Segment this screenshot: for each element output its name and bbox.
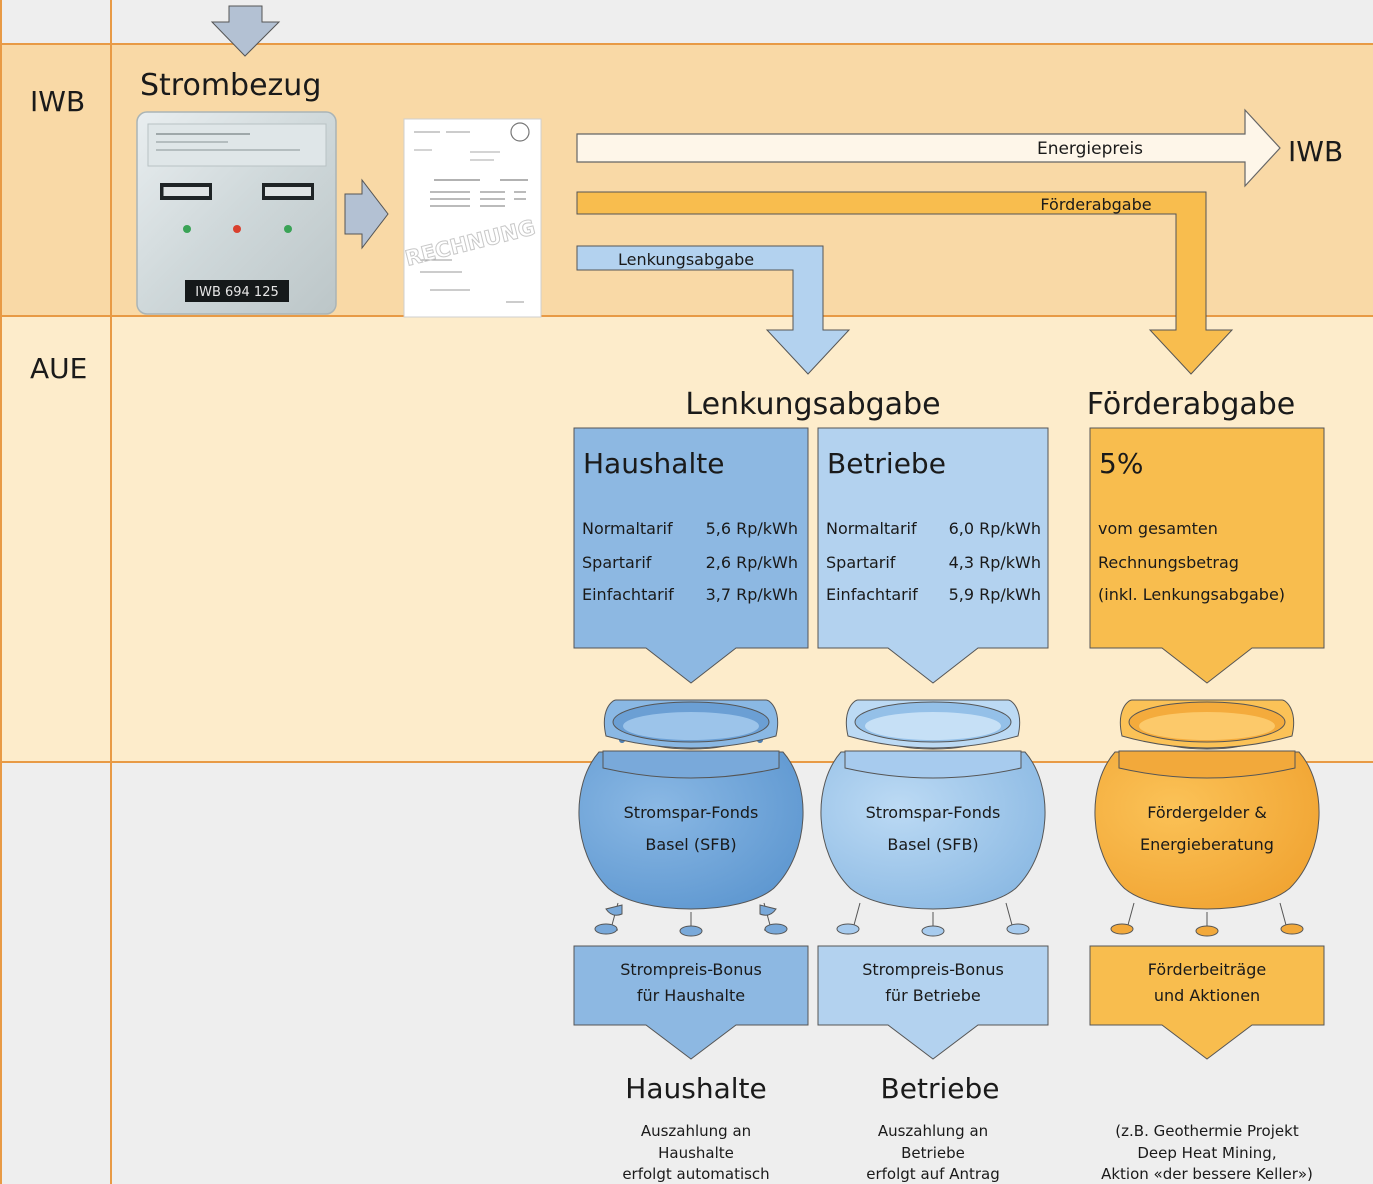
foerder-actions-box: Förderbeiträge und Aktionen [1089,945,1325,1060]
section-header-foerderabgabe: Förderabgabe [1087,387,1296,422]
section-header-lenkungsabgabe: Lenkungsabgabe [685,387,940,422]
haushalte-rate-value-1: 5,6 Rp/kWh [706,519,798,538]
haushalte-rate-value-3: 3,7 Rp/kWh [706,585,798,604]
betriebe-rate-value-2: 4,3 Rp/kWh [949,553,1041,572]
betriebe-rate-value-1: 6,0 Rp/kWh [949,519,1041,538]
pot-haushalte-line-2: Basel (SFB) [645,835,736,854]
foerder-actions-line-2: und Aktionen [1154,986,1260,1005]
energiepreis-label: Energiepreis [1037,139,1143,159]
lenkungsabgabe-flow-label: Lenkungsabgabe [618,250,754,269]
betriebe-rate-value-3: 5,9 Rp/kWh [949,585,1041,604]
pot-foerder: Fördergelder & Energieberatung [1094,699,1320,937]
haushalte-rate-value-2: 2,6 Rp/kWh [706,553,798,572]
betriebe-rate-label-3: Einfachtarif [826,585,918,604]
bonus-haushalte-line-1: Strompreis-Bonus [620,960,762,979]
pot-haushalte: Stromspar-Fonds Basel (SFB) [578,699,804,937]
foerder-actions-line-1: Förderbeiträge [1148,960,1266,979]
outcome-haushalte-line-1: Auszahlung an [641,1122,751,1140]
bonus-betriebe-line-2: für Betriebe [885,986,980,1005]
outcome-haushalte-title: Haushalte [625,1072,766,1105]
pot-haushalte-line-1: Stromspar-Fonds [624,803,759,822]
bonus-betriebe-line-1: Strompreis-Bonus [862,960,1004,979]
outcome-betriebe-line-3: erfolgt auf Antrag [866,1165,999,1183]
betriebe-box-title: Betriebe [827,447,946,480]
bonus-box-betriebe: Strompreis-Bonus für Betriebe [817,945,1049,1060]
outcome-haushalte-line-2: Haushalte [658,1144,734,1162]
row-label-aue: AUE [30,352,87,385]
foerder-box-title: 5% [1099,447,1143,480]
foerderabgabe-flow-label: Förderabgabe [1040,195,1151,214]
bonus-box-haushalte: Strompreis-Bonus für Haushalte [573,945,809,1060]
bonus-haushalte-line-2: für Haushalte [637,986,745,1005]
row-label-iwb: IWB [30,85,85,118]
haushalte-box-title: Haushalte [583,447,724,480]
foerder-box-line-1: vom gesamten [1098,519,1218,538]
outcome-betriebe-line-1: Auszahlung an [878,1122,988,1140]
meter-to-invoice-arrow [344,178,389,250]
pot-foerder-line-2: Energieberatung [1140,835,1274,854]
betriebe-rate-label-1: Normaltarif [826,519,917,538]
pot-foerder-line-1: Fördergelder & [1147,803,1267,822]
foerder-rate-box: 5% vom gesamten Rechnungsbetrag (inkl. L… [1089,427,1325,684]
electricity-meter-image: IWB 694 125 [136,111,337,315]
pot-betriebe-line-1: Stromspar-Fonds [866,803,1001,822]
top-band [0,0,1373,44]
haushalte-rate-label-2: Spartarif [582,553,652,572]
betriebe-rate-box: Betriebe Normaltarif 6,0 Rp/kWh Spartari… [817,427,1049,684]
outcome-foerder-line-2: Deep Heat Mining, [1137,1144,1276,1162]
haushalte-rate-label-3: Einfachtarif [582,585,674,604]
pot-betriebe: Stromspar-Fonds Basel (SFB) [820,699,1046,937]
invoice-document-image: RECHNUNG [402,118,542,318]
pot-betriebe-line-2: Basel (SFB) [887,835,978,854]
outcome-betriebe-line-2: Betriebe [901,1144,965,1162]
energiepreis-arrow [576,108,1281,188]
outcome-foerder-line-3: Aktion «der bessere Keller») [1101,1165,1313,1183]
outcome-foerder-line-1: (z.B. Geothermie Projekt [1115,1122,1299,1140]
foerderabgabe-flow-arrow [576,191,1234,375]
meter-display-value: IWB 694 125 [195,285,279,300]
haushalte-rate-label-1: Normaltarif [582,519,673,538]
strombezug-title: Strombezug [140,68,321,103]
outcome-betriebe-title: Betriebe [881,1072,1000,1105]
foerder-box-line-3: (inkl. Lenkungsabgabe) [1098,585,1285,604]
haushalte-rate-box: Haushalte Normaltarif 5,6 Rp/kWh Spartar… [573,427,809,684]
incoming-arrow [210,5,281,57]
outcome-haushalte-line-3: erfolgt automatisch [622,1165,769,1183]
betriebe-rate-label-2: Spartarif [826,553,896,572]
foerder-box-line-2: Rechnungsbetrag [1098,553,1239,572]
iwb-target-label: IWB [1288,135,1343,168]
lenkungsabgabe-flow-arrow [576,245,851,375]
